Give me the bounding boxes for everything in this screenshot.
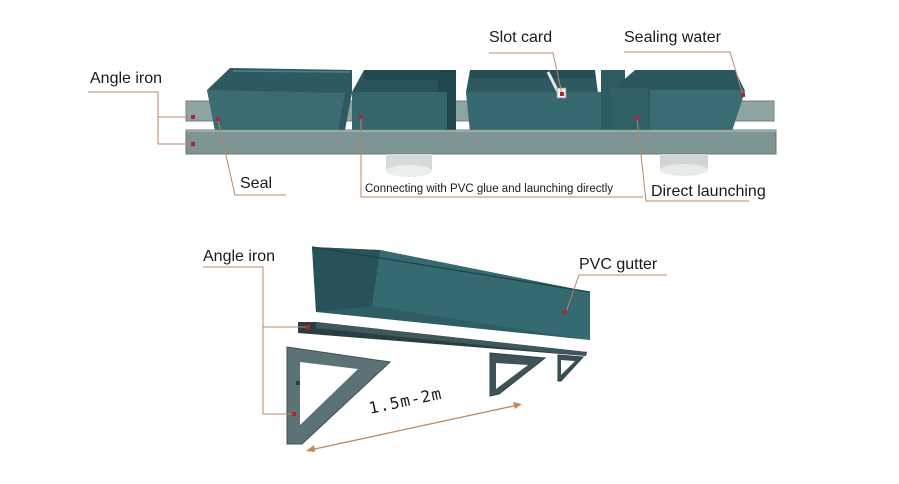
gutter-segment [207,68,352,131]
pvc-gutter [311,246,591,340]
support-pipe [660,154,708,176]
gutter-segment [466,70,608,131]
label-angle-iron-bottom: Angle iron [203,248,276,265]
label-direct-launching: Direct launching [651,183,766,200]
triangle-bracket-medium [489,352,547,397]
triangle-bracket-large [286,346,392,445]
bottom-marker-dots [292,310,567,416]
span-dimension-line [306,402,522,452]
top-leader-lines [88,51,749,202]
top-marker-dots [191,92,745,146]
label-slot-card: Slot card [489,29,553,46]
support-pipe [386,154,432,177]
bottom-assembly [286,246,591,445]
label-seal: Seal [240,175,273,192]
gutter-segment [601,70,745,131]
label-angle-iron-top: Angle iron [90,70,163,87]
triangle-bracket-small [557,354,585,382]
label-pvc-glue: Connecting with PVC glue and launching d… [365,183,614,195]
label-sealing-water: Sealing water [624,29,721,46]
angle-iron-bar [298,322,587,356]
angle-iron-front-rail [185,129,777,155]
gutter-segment [352,70,456,132]
top-assembly [185,68,777,177]
label-pvc-gutter: PVC gutter [579,256,658,273]
bottom-leader-lines [203,266,667,415]
